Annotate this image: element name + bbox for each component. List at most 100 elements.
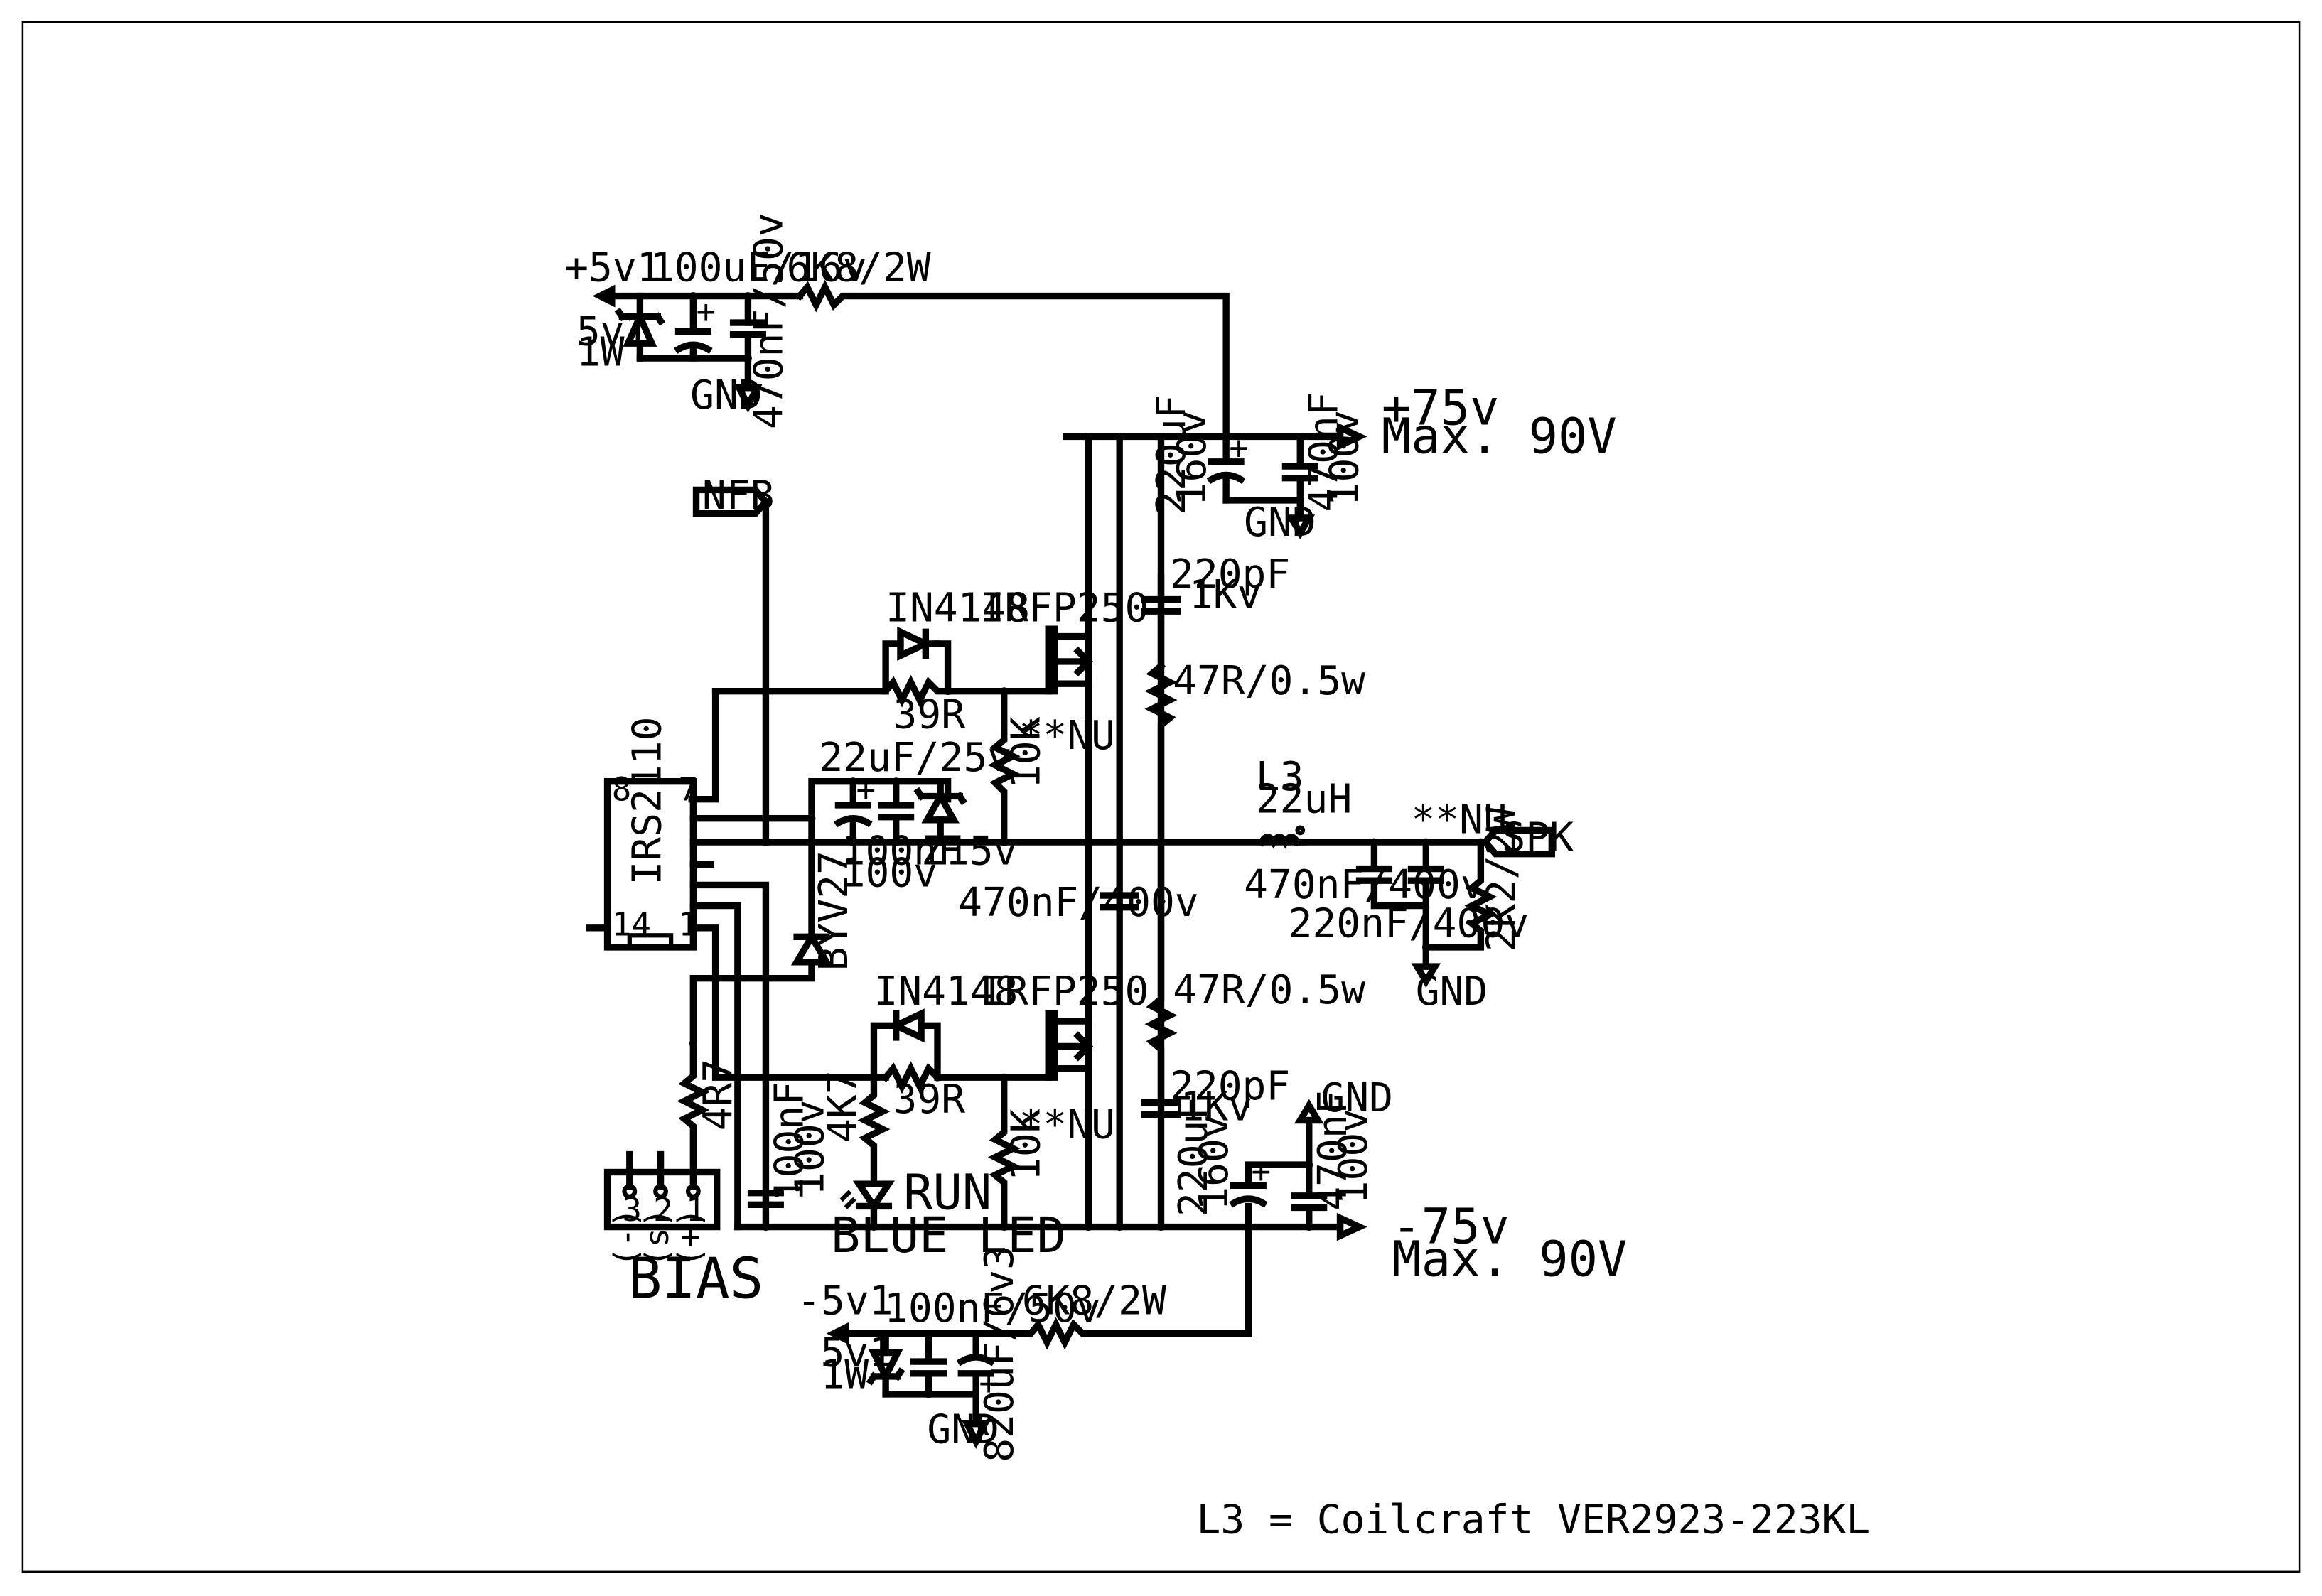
decoup-cap-label: 100nF xyxy=(842,828,962,874)
bottom-5v-supply: + -5v1 100nF/50v 6K8/2W 5v1 1W GND 820uF… xyxy=(797,1246,1252,1462)
hs-mosfet-label: IRFP250 xyxy=(980,586,1149,632)
neg-rail-gnd: GND xyxy=(1321,1075,1393,1121)
bias-cap-voltage: 100v xyxy=(788,1099,834,1195)
neg-cap-film-voltage: 100v xyxy=(1331,1109,1377,1204)
pos-rail-label: +75v xyxy=(1382,380,1499,437)
ic-pin8: 8 xyxy=(612,770,632,809)
pos-rail-group: + +75v Max. 90V 220uF 160v 470nF 100v GN… xyxy=(1085,380,1617,546)
svg-text:+: + xyxy=(1229,428,1249,467)
nfb-label: NFB xyxy=(702,473,775,519)
top-cap-film-label: 470nF/50v xyxy=(746,212,792,429)
hs-snubber-cap: 220pF xyxy=(1170,551,1290,598)
junctions xyxy=(689,292,1485,1398)
ic-name: IRS2110 xyxy=(625,717,671,885)
ls-diode-label: IN4148 xyxy=(874,969,1018,1015)
bias-resistor-label: 4R7 xyxy=(696,1059,742,1131)
decoup-cap-voltage: 100v xyxy=(842,851,937,897)
bias-pin1-sign: (+) xyxy=(670,1208,709,1267)
blue-led-label: BLUE LED xyxy=(831,1207,1066,1264)
hs-pulldown-label: 10K xyxy=(1004,716,1050,789)
pos-cap-elec-value: 220uF xyxy=(1149,395,1195,515)
bias-pin3: 3 xyxy=(622,1190,642,1229)
boot-cap-label: 22uF/25v xyxy=(819,735,1011,781)
ls-snubber-cap-voltage: 1Kv xyxy=(1181,1084,1253,1131)
run-label: RUN xyxy=(903,1165,991,1222)
inductor-value: 22uH xyxy=(1256,776,1352,822)
boot-diode-label: BYV27 xyxy=(811,851,857,971)
out-cap1-label: 470nF/400v xyxy=(1244,862,1484,908)
svg-text:+: + xyxy=(979,1364,999,1402)
hs-diode-label: IN4148 xyxy=(886,586,1030,632)
sheet-border xyxy=(21,21,2301,1573)
out-cap2-label: 220nF/400v xyxy=(1289,900,1529,947)
pos-cap-film-value: 470nF xyxy=(1301,392,1347,512)
bias-pin3-sign: (-) xyxy=(606,1208,645,1267)
ic-pin7: 7 xyxy=(679,770,699,809)
nfb-flag: NFB xyxy=(692,473,775,846)
ls-mosfet-label: IRFP250 xyxy=(980,969,1149,1015)
bias-pin2-sign: (s) xyxy=(638,1208,676,1267)
ls-pulldown-label: 10K xyxy=(1004,1109,1050,1181)
bias-cap-label: 100nF xyxy=(766,1082,812,1202)
top-gnd-label: GND xyxy=(690,372,763,419)
high-snubber: 220pF 1Kv 47R/0.5w xyxy=(1141,551,1365,846)
low-side: IN4148 IRFP250 39R 4K7 10K **NU RUN BLUE… xyxy=(819,969,1149,1264)
inductor-label: L3 xyxy=(1256,754,1304,800)
pos-rail-max: Max. 90V xyxy=(1382,408,1617,465)
neg-rail-max: Max. 90V xyxy=(1392,1231,1627,1288)
pos-cap-elec-voltage: 160v xyxy=(1169,410,1215,506)
pos-rail-gnd: GND xyxy=(1244,500,1316,546)
neg-cap-elec-voltage: 160v xyxy=(1191,1114,1237,1210)
bottom-cap-film-label: 100nF/50v xyxy=(884,1285,1101,1332)
out-resistor-label: 2K2/2W xyxy=(1478,807,1525,951)
top-zener-value: 5v1 xyxy=(576,308,649,355)
ls-snubber-res: 47R/0.5w xyxy=(1173,967,1365,1013)
neg-cap-film-value: 470nF xyxy=(1310,1090,1356,1210)
bootstrap: + 22uF/25v 100nF 100v Z15v BYV27 xyxy=(689,735,1017,1047)
top-rail-label: +5v1 xyxy=(564,245,660,291)
top-cap-elec-label: 100uF/16v xyxy=(650,245,867,291)
zener-z15-label: Z15v xyxy=(921,828,1017,874)
driver-ic: IRS2110 8 7 14 1 xyxy=(586,717,1307,1231)
bottom-zener-value: 5v1 xyxy=(820,1330,893,1376)
svg-text:+: + xyxy=(697,292,716,330)
out-gnd-label: GND xyxy=(1416,969,1488,1015)
svg-text:+: + xyxy=(1252,1152,1272,1190)
neg-rail-group: + -75v Max. 90V GND 220uF 160v 470nF 100… xyxy=(1171,1075,1627,1337)
bias-cap: 100nF 100v xyxy=(747,1082,834,1231)
top-5v-supply: + +5v1 100uF/16v 6K8/2W 5v1 1W GND 470nF… xyxy=(564,212,1230,441)
svg-text:+: + xyxy=(856,770,876,809)
bias-label: BIAS xyxy=(628,1246,764,1312)
pos-cap-film-voltage: 100v xyxy=(1322,410,1368,506)
neg-rail-label: -75v xyxy=(1392,1198,1510,1255)
neg-cap-elec-value: 220uF xyxy=(1171,1096,1217,1217)
ls-snubber-cap: 220pF xyxy=(1170,1063,1290,1109)
bottom-rail-label: -5v1 xyxy=(797,1278,893,1324)
bottom-zener-power: 1W xyxy=(820,1352,869,1398)
ls-gate-res-label: 39R xyxy=(893,1077,966,1123)
high-side: IN4148 IRFP250 39R 10K **NU xyxy=(688,586,1149,846)
hs-snubber-res: 47R/0.5w xyxy=(1173,658,1365,704)
ic-pin14: 14 xyxy=(612,905,651,943)
output-filter: L3 22uH **NU SPK 470nF/400v 220nF/400v 2… xyxy=(1244,754,1574,1015)
ic-pin1: 1 xyxy=(679,905,699,943)
ls-led-res-label: 4K7 xyxy=(819,1070,866,1143)
spk-label: SPK xyxy=(1502,815,1574,861)
bottom-gnd-label: GND xyxy=(927,1407,999,1453)
output-nu: **NU xyxy=(1411,797,1507,843)
bottom-resistor-label: 6K8/2W xyxy=(1022,1278,1166,1324)
hs-pulldown-note: **NU xyxy=(1019,713,1115,759)
ls-pulldown-note: **NU xyxy=(1019,1102,1115,1148)
hs-snubber-cap-voltage: 1Kv xyxy=(1189,572,1262,618)
low-snubber: 47R/0.5w 220pF 1Kv xyxy=(1141,839,1365,1131)
hs-gate-res-label: 39R xyxy=(893,692,966,738)
top-zener-power: 1W xyxy=(576,329,625,375)
footnote: L3 = Coilcraft VER2923-223KL xyxy=(1196,1497,1870,1543)
bias-pin1: 1 xyxy=(686,1190,706,1229)
bias-connector: 4R7 3 2 1 (-) (s) (+) BIAS xyxy=(603,1040,764,1312)
bottom-cap-elec-label: 820uF/6v3 xyxy=(977,1246,1023,1462)
top-resistor-label: 6K8/2W xyxy=(787,245,931,291)
bias-pin2: 2 xyxy=(653,1190,673,1229)
